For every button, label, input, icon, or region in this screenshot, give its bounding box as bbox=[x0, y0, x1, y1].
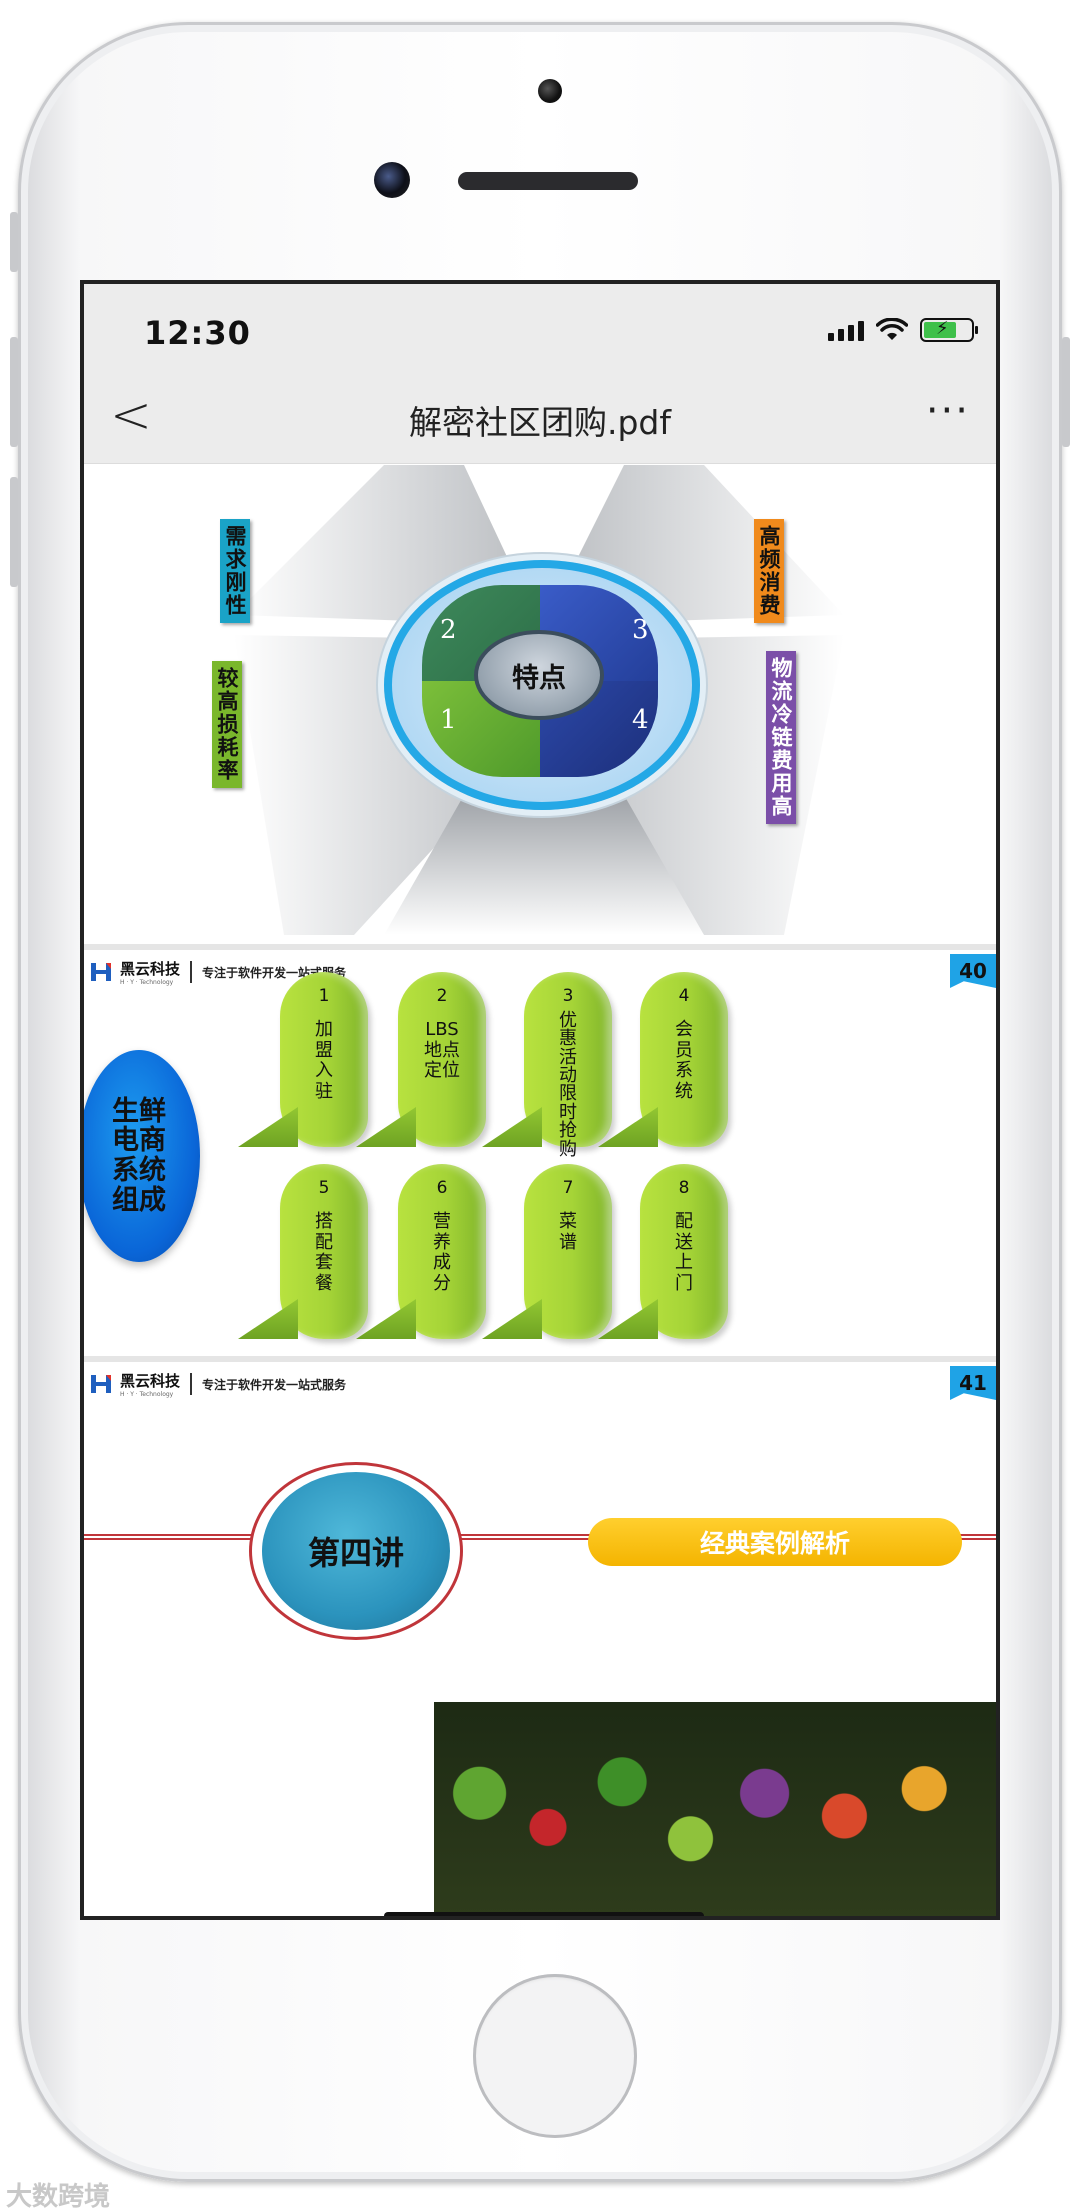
feature-tag-demand: 需求刚性 bbox=[220, 519, 250, 623]
status-bar: 12:30 ⚡ bbox=[84, 284, 996, 374]
module-label: LBS地点定位 bbox=[424, 1020, 460, 1082]
module-label: 营养成分 bbox=[430, 1212, 454, 1295]
module-label: 搭配套餐 bbox=[312, 1212, 336, 1295]
phone-screen: 12:30 ⚡ < 解密社区团购.pdf ··· bbox=[80, 280, 1000, 1920]
logo-icon bbox=[88, 959, 114, 985]
mute-switch bbox=[10, 212, 18, 272]
module-label: 加盟入驻 bbox=[312, 1020, 336, 1103]
front-camera bbox=[374, 162, 410, 198]
quadrant-4-number: 4 bbox=[632, 705, 649, 735]
system-title-oval: 生鲜电商系统组成 bbox=[80, 1050, 200, 1262]
module-pill-8: 8 配送上门 bbox=[640, 1164, 728, 1339]
module-pill-2: 2 LBS地点定位 bbox=[398, 972, 486, 1147]
brand-slogan: 专注于软件开发一站式服务 bbox=[202, 1376, 346, 1393]
feature-tag-loss: 较高损耗率 bbox=[212, 661, 242, 788]
quadrant-2-number: 2 bbox=[440, 615, 457, 645]
volume-down-button bbox=[10, 477, 18, 587]
home-indicator[interactable] bbox=[384, 1912, 704, 1920]
volume-up-button bbox=[10, 337, 18, 447]
module-number: 3 bbox=[524, 986, 612, 1006]
module-pill-3: 3 优惠活动限时抢购 bbox=[524, 972, 612, 1147]
module-pill-1: 1 加盟入驻 bbox=[280, 972, 368, 1147]
lecture-title: 第四讲 bbox=[262, 1472, 450, 1630]
page-number-badge: 40 bbox=[950, 954, 996, 988]
logo-divider bbox=[190, 961, 192, 983]
brand-name: 黑云科技 bbox=[120, 1370, 180, 1391]
module-label: 配送上门 bbox=[672, 1212, 696, 1295]
pdf-page-features: 需求刚性 较高损耗率 高频消费 物流冷链费用高 2 1 3 4 特点 bbox=[84, 465, 996, 935]
module-pill-4: 4 会员系统 bbox=[640, 972, 728, 1147]
quadrant-1-number: 1 bbox=[440, 705, 457, 735]
status-icons: ⚡ bbox=[828, 318, 974, 342]
module-pill-7: 7 菜 谱 bbox=[524, 1164, 612, 1339]
watermark: 大数跨境 bbox=[6, 2176, 110, 2211]
brand-subtitle: H · Y · Technology bbox=[120, 1391, 180, 1398]
module-pill-6: 6 营养成分 bbox=[398, 1164, 486, 1339]
module-number: 1 bbox=[280, 986, 368, 1006]
module-number: 7 bbox=[524, 1178, 612, 1198]
cellular-signal-icon bbox=[828, 319, 864, 341]
navigation-bar: < 解密社区团购.pdf ··· bbox=[84, 374, 996, 464]
brand-name: 黑云科技 bbox=[120, 958, 180, 979]
feature-tag-frequency: 高频消费 bbox=[754, 519, 784, 623]
battery-icon: ⚡ bbox=[920, 318, 974, 342]
page-number-badge: 41 bbox=[950, 1366, 996, 1400]
logo-divider bbox=[190, 1373, 192, 1395]
system-title: 生鲜电商系统组成 bbox=[111, 1097, 167, 1216]
feature-tag-coldchain: 物流冷链费用高 bbox=[766, 651, 796, 824]
logo-icon bbox=[88, 1371, 114, 1397]
quadrant-3-number: 3 bbox=[632, 615, 649, 645]
module-label: 优惠活动限时抢购 bbox=[556, 1012, 580, 1159]
pdf-page-41: 黑云科技 H · Y · Technology 专注于软件开发一站式服务 41 … bbox=[84, 1356, 996, 1920]
power-button bbox=[1062, 337, 1070, 447]
front-sensor bbox=[538, 79, 562, 103]
home-button[interactable] bbox=[473, 1974, 637, 2138]
vegetables-image bbox=[434, 1702, 1000, 1920]
brand-subtitle: H · Y · Technology bbox=[120, 979, 180, 986]
features-center-label: 特点 bbox=[474, 630, 604, 720]
wifi-icon bbox=[876, 318, 908, 342]
module-number: 8 bbox=[640, 1178, 728, 1198]
more-options-button[interactable]: ··· bbox=[926, 388, 970, 434]
module-number: 2 bbox=[398, 986, 486, 1006]
module-label: 会员系统 bbox=[672, 1020, 696, 1103]
module-number: 6 bbox=[398, 1178, 486, 1198]
module-number: 5 bbox=[280, 1178, 368, 1198]
module-number: 4 bbox=[640, 986, 728, 1006]
status-time: 12:30 bbox=[144, 314, 251, 352]
module-label: 菜 谱 bbox=[556, 1212, 580, 1253]
company-logo: 黑云科技 H · Y · Technology 专注于软件开发一站式服务 bbox=[88, 1370, 346, 1398]
earpiece-speaker bbox=[458, 172, 638, 190]
module-pill-5: 5 搭配套餐 bbox=[280, 1164, 368, 1339]
document-title: 解密社区团购.pdf bbox=[84, 396, 996, 444]
pdf-page-40: 黑云科技 H · Y · Technology 专注于软件开发一站式服务 40 … bbox=[84, 944, 996, 1350]
charging-bolt-icon: ⚡ bbox=[936, 318, 949, 339]
case-study-banner: 经典案例解析 bbox=[588, 1518, 962, 1566]
